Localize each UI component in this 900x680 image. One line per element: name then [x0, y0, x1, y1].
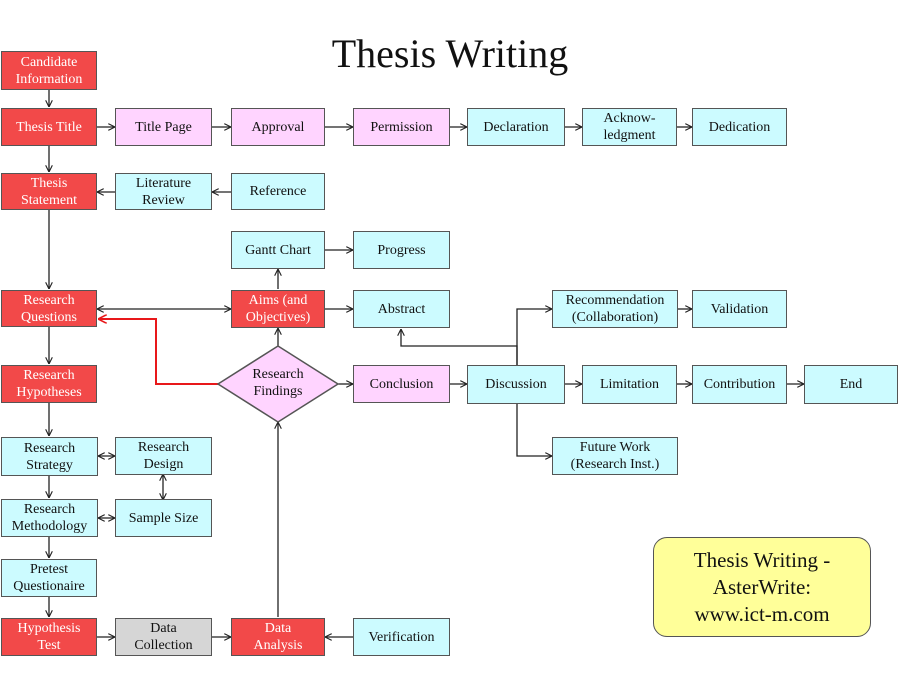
node-contribution[interactable]: Contribution: [692, 365, 787, 404]
attribution-callout: Thesis Writing - AsterWrite: www.ict-m.c…: [653, 537, 871, 637]
node-research-methodology[interactable]: Research Methodology: [1, 499, 98, 537]
node-abstract[interactable]: Abstract: [353, 290, 450, 328]
node-research-hypotheses[interactable]: Research Hypotheses: [1, 365, 97, 403]
diagram-title: Thesis Writing: [331, 31, 569, 76]
node-research-findings-label[interactable]: Research Findings: [252, 367, 304, 399]
node-validation[interactable]: Validation: [692, 290, 787, 328]
node-acknowledgment[interactable]: Acknow- ledgment: [582, 108, 677, 146]
node-data-analysis[interactable]: Data Analysis: [231, 618, 325, 656]
node-recommendation[interactable]: Recommendation (Collaboration): [552, 290, 678, 328]
node-title-page[interactable]: Title Page: [115, 108, 212, 146]
research-findings-diamond: [216, 345, 340, 423]
node-progress[interactable]: Progress: [353, 231, 450, 269]
node-dedication[interactable]: Dedication: [692, 108, 787, 146]
node-candidate-information[interactable]: Candidate Information: [1, 51, 97, 90]
node-aims-objectives[interactable]: Aims (and Objectives): [231, 290, 325, 328]
node-permission[interactable]: Permission: [353, 108, 450, 146]
node-future-work[interactable]: Future Work (Research Inst.): [552, 437, 678, 475]
node-conclusion[interactable]: Conclusion: [353, 365, 450, 403]
node-hypothesis-test[interactable]: Hypothesis Test: [1, 618, 97, 656]
node-thesis-title[interactable]: Thesis Title: [1, 108, 97, 146]
node-thesis-statement[interactable]: Thesis Statement: [1, 173, 97, 210]
callout-line-1: Thesis Writing -: [693, 547, 831, 572]
callout-line-2: AsterWrite:: [712, 574, 812, 599]
callout-line-3: www.ict-m.com: [694, 601, 830, 626]
node-declaration[interactable]: Declaration: [467, 108, 565, 146]
node-limitation[interactable]: Limitation: [582, 365, 677, 404]
node-sample-size[interactable]: Sample Size: [115, 499, 212, 537]
node-approval[interactable]: Approval: [231, 108, 325, 146]
node-pretest-questionaire[interactable]: Pretest Questionaire: [1, 559, 97, 597]
node-research-design[interactable]: Research Design: [115, 437, 212, 475]
node-end[interactable]: End: [804, 365, 898, 404]
node-data-collection[interactable]: Data Collection: [115, 618, 212, 656]
node-reference[interactable]: Reference: [231, 173, 325, 210]
node-gantt-chart[interactable]: Gantt Chart: [231, 231, 325, 269]
feedback-connector: [98, 319, 219, 385]
node-discussion[interactable]: Discussion: [467, 365, 565, 404]
node-research-questions[interactable]: Research Questions: [1, 290, 97, 327]
node-literature-review[interactable]: Literature Review: [115, 173, 212, 210]
node-research-strategy[interactable]: Research Strategy: [1, 437, 98, 476]
node-verification[interactable]: Verification: [353, 618, 450, 656]
